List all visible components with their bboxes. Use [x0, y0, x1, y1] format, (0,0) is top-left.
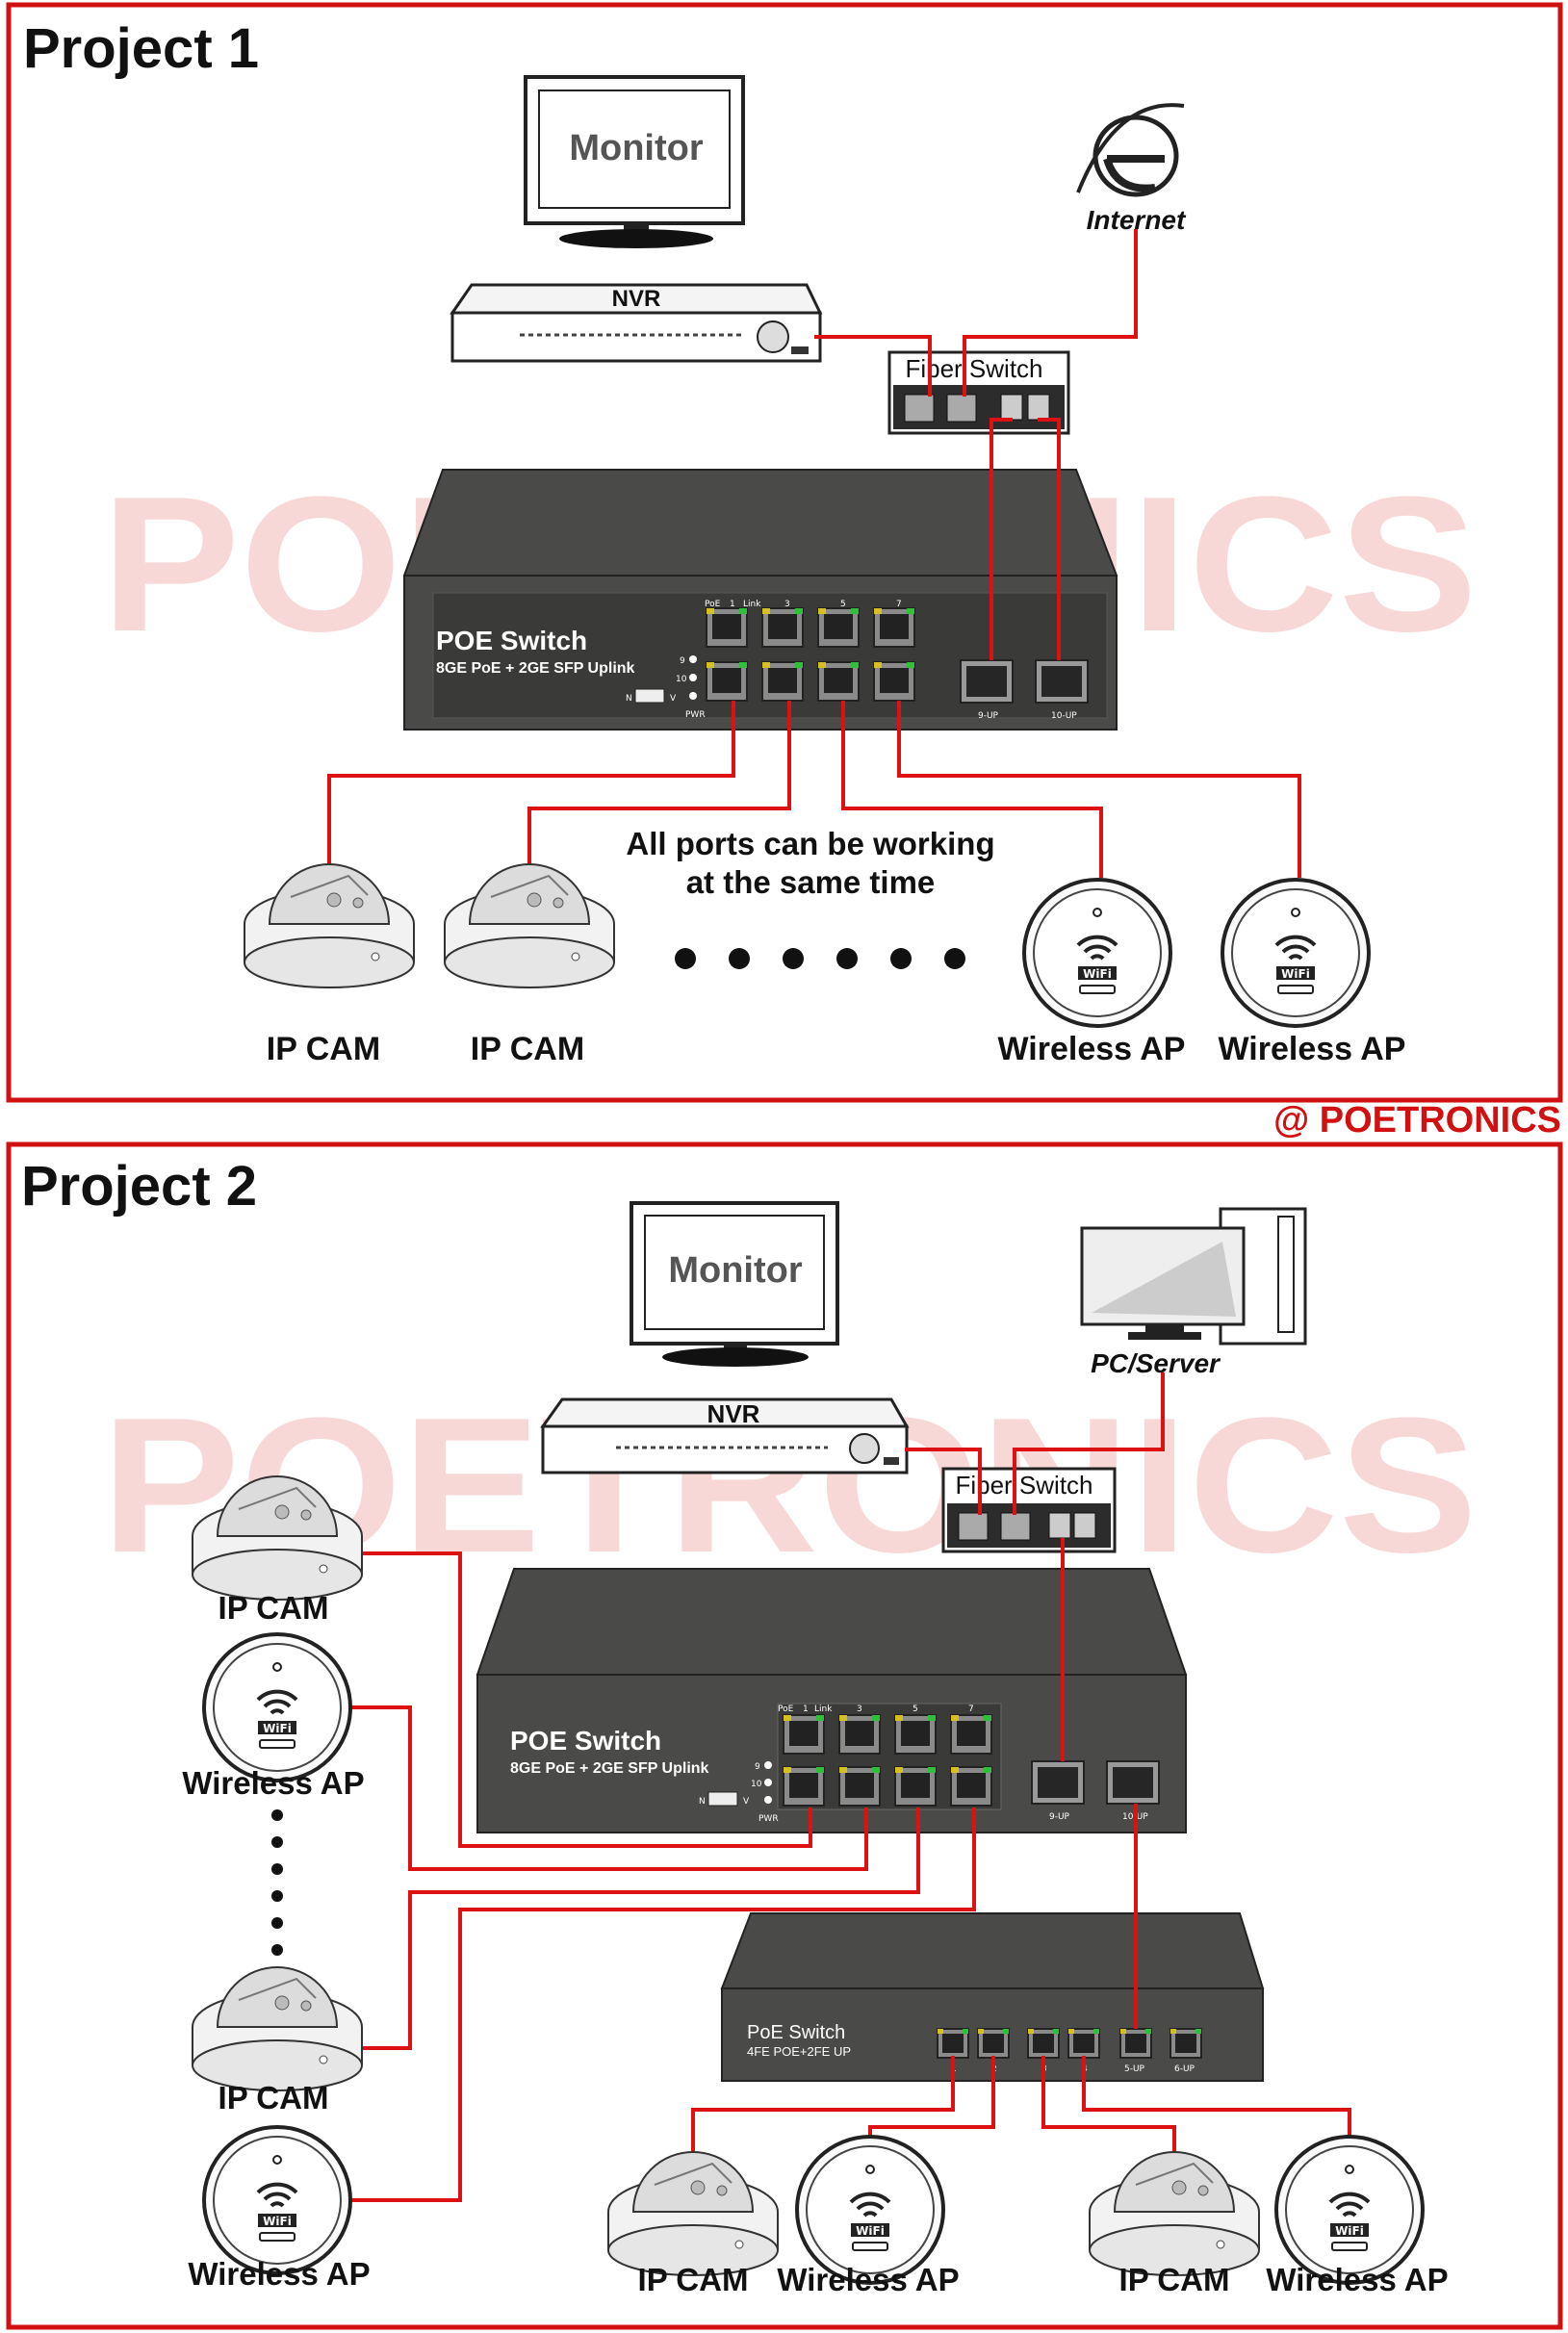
project2-frame — [6, 1141, 1563, 2330]
ellipsis-dots — [675, 948, 965, 969]
nvr-device — [450, 283, 823, 363]
sfp-label-9up: 9-UP — [978, 711, 999, 721]
nvr-label: NVR — [612, 286, 661, 312]
sfp-label-10up: 10-UP — [1051, 711, 1077, 721]
fiber-switch-2 — [941, 1467, 1117, 1553]
monitor-label: Monitor — [569, 128, 704, 168]
fiber-switch-2-label: Fiber Switch — [955, 1471, 1092, 1500]
note-line-1: All ports can be working — [626, 826, 994, 861]
p2-port-label-1: 1 — [803, 1705, 809, 1714]
p2-left-label-ap-2: Wireless AP — [188, 2256, 370, 2292]
poe-switch-subtitle: 8GE PoE + 2GE SFP Uplink — [436, 660, 635, 677]
p2-left-ap-icon-1 — [202, 1632, 352, 1782]
internet-icon — [1076, 103, 1185, 197]
p2-bottom-label-ap-2: Wireless AP — [1266, 2262, 1448, 2297]
p2-left-ip-cam-icon-2 — [192, 1966, 363, 2091]
project1-wires — [327, 229, 1301, 878]
project2-title: Project 2 — [21, 1155, 257, 1218]
p2-left-ap-icon-2 — [202, 2125, 352, 2275]
nvr-device-2 — [540, 1397, 910, 1474]
port-label-3: 3 — [784, 600, 790, 609]
nvr-2-label: NVR — [707, 1399, 760, 1428]
led-label-10: 10 — [676, 675, 687, 684]
poe-switch-title: POE Switch — [436, 626, 587, 655]
p2-port-label-7: 7 — [968, 1705, 974, 1714]
wireless-ap-icon-1 — [1022, 878, 1172, 1028]
p2-mode-label-v: V — [743, 1797, 750, 1807]
small-port-label-6up: 6-UP — [1174, 2064, 1195, 2074]
p2-mode-label-n: N — [699, 1797, 706, 1807]
p2-bottom-ip-cam-icon-1 — [607, 2151, 779, 2276]
port-label-poe: PoE — [705, 600, 721, 609]
p2-port-label-link: Link — [814, 1705, 833, 1714]
p2-left-label-ip-cam-1: IP CAM — [218, 1590, 329, 1626]
p2-bottom-label-ip-cam-1: IP CAM — [638, 2262, 749, 2297]
p2-bottom-label-ip-cam-2: IP CAM — [1119, 2262, 1230, 2297]
p2-sfp-label-9up: 9-UP — [1049, 1812, 1070, 1822]
fiber-switch-label: Fiber Switch — [905, 354, 1042, 383]
poe-switch-2 — [476, 1568, 1188, 1833]
mode-label-v: V — [670, 694, 677, 704]
small-port-label-5up: 5-UP — [1124, 2064, 1145, 2074]
monitor-2 — [630, 1201, 839, 1367]
device-label-ip-cam-2: IP CAM — [471, 1031, 584, 1067]
small-switch-subtitle: 4FE POE+2FE UP — [747, 2044, 851, 2059]
ip-cam-icon-2 — [444, 863, 615, 988]
pc-server-label: PC/Server — [1091, 1348, 1221, 1378]
ip-cam-icon-1 — [244, 863, 415, 988]
project1-frame — [6, 2, 1563, 1103]
p2-left-label-ip-cam-2: IP CAM — [218, 2080, 329, 2115]
port-label-1: 1 — [730, 600, 735, 609]
p2-left-label-ap-1: Wireless AP — [182, 1765, 364, 1801]
p2-led-label-10: 10 — [751, 1780, 762, 1789]
device-label-ap-2: Wireless AP — [1219, 1031, 1406, 1067]
mode-label-n: N — [626, 694, 632, 704]
poe-switch-2-subtitle: 8GE PoE + 2GE SFP Uplink — [510, 1760, 709, 1777]
project2-wires — [341, 1372, 1351, 2202]
p2-port-label-3: 3 — [857, 1705, 862, 1714]
poe-switch-2-title: POE Switch — [510, 1726, 661, 1756]
p2-bottom-label-ap-1: Wireless AP — [777, 2262, 959, 2297]
monitor — [524, 75, 745, 248]
led-label-pwr: PWR — [685, 710, 706, 720]
port-label-7: 7 — [896, 600, 902, 609]
p2-bottom-ip-cam-icon-2 — [1089, 2151, 1260, 2276]
port-label-link: Link — [743, 600, 761, 609]
note-line-2: at the same time — [686, 864, 936, 900]
p2-port-label-poe: PoE — [778, 1705, 794, 1714]
poe-switch — [402, 469, 1118, 731]
project1-title: Project 1 — [23, 17, 259, 80]
credit-label: @ POETRONICS — [1273, 1100, 1561, 1141]
device-label-ip-cam-1: IP CAM — [267, 1031, 380, 1067]
small-switch-title: PoE Switch — [747, 2022, 845, 2043]
wireless-ap-icon-2 — [1221, 878, 1371, 1028]
pc-server-icon — [1080, 1207, 1307, 1346]
led-label-9: 9 — [680, 656, 685, 666]
p2-led-label-9: 9 — [755, 1762, 760, 1772]
monitor-2-label: Monitor — [668, 1250, 803, 1291]
p2-port-label-5: 5 — [913, 1705, 918, 1714]
p2-vertical-dots — [271, 1809, 283, 1956]
port-label-5: 5 — [840, 600, 846, 609]
device-label-ap-1: Wireless AP — [998, 1031, 1186, 1067]
p2-led-label-pwr: PWR — [758, 1814, 779, 1824]
